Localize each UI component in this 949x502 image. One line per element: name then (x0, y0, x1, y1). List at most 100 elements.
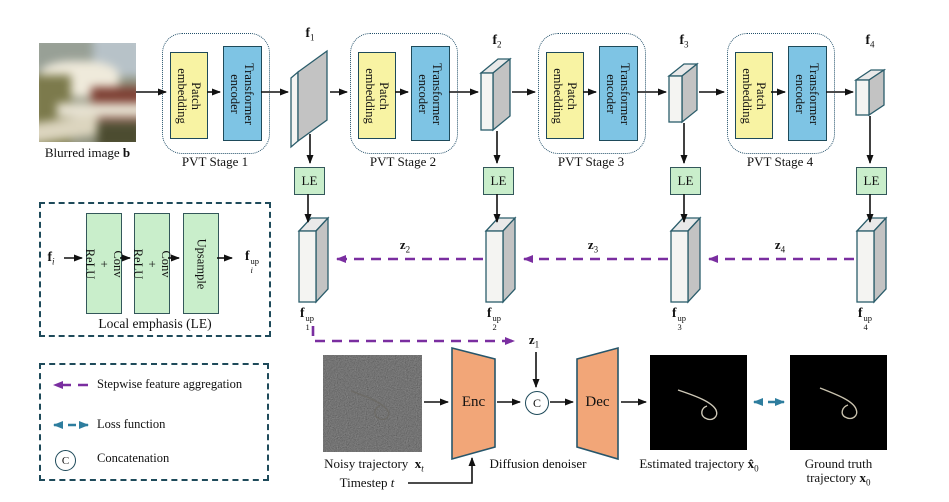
conv-relu-label-2: Conv + ReLU (131, 248, 173, 279)
estimated-trajectory-label: Estimated trajectory x̂0 (630, 456, 768, 474)
legend-concat-label: Concatenation (97, 451, 170, 465)
f4-base: f (865, 32, 871, 47)
patch-embedding-box-1: Patch embedding (170, 52, 208, 139)
f2-base: f (492, 32, 498, 47)
le-box-3: LE (670, 167, 701, 195)
pvt-stage-1-label: PVT Stage 1 (181, 154, 249, 169)
blurred-image-label-text: Blurred image (44, 145, 120, 160)
feature-label-f3: f3 (669, 32, 699, 49)
z2-sub: 2 (405, 244, 411, 255)
le-detail-input-label: fi (40, 249, 62, 266)
encoder-label: Enc (461, 394, 486, 410)
timestep-var: t (390, 475, 395, 490)
blurred-image-label: Blurred image b (30, 145, 145, 160)
transformer-encoder-label-3: Transformer encoder (604, 62, 633, 125)
f4-sub: 4 (870, 39, 875, 50)
f2up-base: f (487, 305, 492, 320)
fiup-sup: up (250, 256, 260, 266)
le-box-4: LE (856, 167, 887, 195)
pvt-stage-2-label: PVT Stage 2 (369, 154, 437, 169)
f3up-base: f (672, 305, 677, 320)
patch-embedding-box-2: Patch embedding (358, 52, 396, 139)
timestep-label-text: Timestep (339, 475, 388, 490)
z3-label: z3 (580, 237, 606, 255)
transformer-encoder-label-4: Transformer encoder (793, 62, 822, 125)
patch-embedding-label-2: Patch embedding (363, 67, 392, 124)
noisy-var-sub: t (421, 463, 424, 474)
patch-embedding-box-4: Patch embedding (735, 52, 773, 139)
z4-label: z4 (767, 237, 793, 254)
gt-label-text: trajectory (806, 470, 857, 485)
f1up-sub: 1 (305, 321, 310, 332)
f4up-sup: up (863, 313, 873, 323)
estimated-label-text: Estimated trajectory (639, 456, 745, 471)
feature-label-f4: f4 (855, 32, 885, 50)
upsample-label: Upsample (194, 238, 208, 289)
pvt-stage-2-box (350, 33, 458, 154)
upfeature-box-f3up (669, 216, 702, 304)
f3-base: f (679, 32, 685, 47)
noisy-trajectory-label: Noisy trajectory xt (308, 456, 440, 474)
fi-base: f (47, 249, 52, 264)
z1-sub: 1 (534, 339, 540, 350)
estimated-var-sub: 0 (754, 463, 759, 474)
timestep-label: Timestep t (325, 475, 409, 490)
fiup-base: f (245, 248, 250, 263)
f4up-base: f (858, 305, 863, 320)
feature-slab-f1 (290, 49, 328, 149)
blurred-image-texture (39, 43, 136, 142)
blurred-image-var: b (122, 145, 131, 160)
diffusion-denoiser-label: Diffusion denoiser (489, 456, 587, 471)
transformer-encoder-label-2: Transformer encoder (416, 62, 445, 125)
transformer-encoder-box-1: Transformer encoder (223, 46, 262, 141)
f2-sub: 2 (497, 39, 502, 50)
z2-base: z (399, 237, 406, 252)
concat-node: C (525, 391, 549, 415)
ground-truth-label-line1: Ground truth (804, 456, 873, 471)
transformer-encoder-box-3: Transformer encoder (599, 46, 638, 141)
estimated-curve (677, 389, 718, 421)
pvt-stage-3-label: PVT Stage 3 (557, 154, 625, 169)
le-box-1: LE (294, 167, 325, 195)
ground-truth-curve (819, 387, 858, 420)
conv-relu-box-1: Conv + ReLU (83, 213, 125, 314)
le-detail-caption: Local emphasis (LE) (98, 316, 212, 331)
feature-slab-f2 (479, 57, 512, 132)
patch-embedding-label-4: Patch embedding (740, 67, 769, 124)
z3-sub: 3 (593, 244, 599, 255)
decoder-label: Dec (585, 394, 610, 410)
ground-truth-trajectory-image (790, 355, 887, 450)
transformer-encoder-box-4: Transformer encoder (788, 46, 827, 141)
noisy-trajectory-image (323, 355, 422, 452)
upfeature-box-f4up (855, 216, 888, 304)
upfeature-box-f1up (297, 216, 330, 304)
legend-concat-symbol: C (55, 450, 76, 471)
f2up-sub: 2 (492, 321, 497, 332)
transformer-encoder-box-2: Transformer encoder (411, 46, 450, 141)
upsample-box: Upsample (183, 213, 219, 314)
gt-var-sub: 0 (866, 477, 871, 488)
feature-slab-f3 (667, 62, 699, 124)
z3-base: z (587, 237, 594, 252)
ground-truth-label-line2: trajectory x0 (790, 470, 887, 488)
f4up-sub: 4 (863, 321, 868, 332)
estimated-trajectory-image (650, 355, 747, 450)
f1-base: f (305, 25, 311, 40)
legend-stepwise-label: Stepwise feature aggregation (97, 377, 243, 391)
patch-embedding-box-3: Patch embedding (546, 52, 584, 139)
z1-base: z (528, 332, 535, 347)
pvt-stage-4-box (727, 33, 835, 154)
estimated-var-base: x̂ (747, 456, 755, 471)
pvt-stage-3-box (538, 33, 646, 154)
f2up-sup: up (492, 313, 502, 323)
patch-embedding-label-3: Patch embedding (551, 67, 580, 124)
f1-sub: 1 (310, 32, 315, 43)
conv-relu-label-1: Conv + ReLU (83, 248, 125, 279)
upfeature-box-f2up (484, 216, 517, 304)
